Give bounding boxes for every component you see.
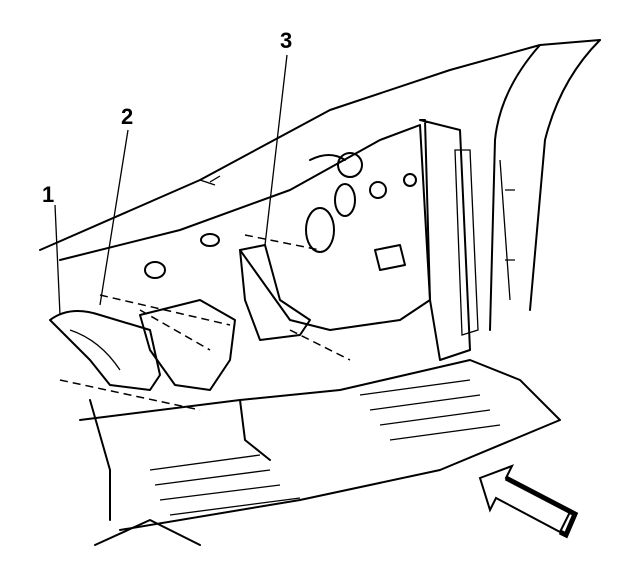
a-pillar-body: [419, 119, 471, 361]
part-2-insulator: [139, 299, 236, 391]
callout-2: 2: [121, 104, 134, 129]
floor-pan: [79, 359, 561, 531]
part-3-insulator: [239, 244, 311, 341]
leader-line-2: [99, 129, 129, 306]
grommet: [337, 152, 363, 178]
cowl-top-edge: [39, 39, 601, 251]
leader-line-3: [264, 54, 288, 246]
callout-3: 3: [280, 28, 293, 53]
floor-ribs: [149, 379, 501, 516]
dash-panel: [59, 124, 431, 331]
part-1-insulator: [49, 310, 161, 391]
leader-line-1: [54, 204, 61, 316]
arrow-icon: [478, 464, 579, 539]
windshield-pillar: [489, 39, 601, 331]
callout-1: 1: [42, 182, 55, 207]
